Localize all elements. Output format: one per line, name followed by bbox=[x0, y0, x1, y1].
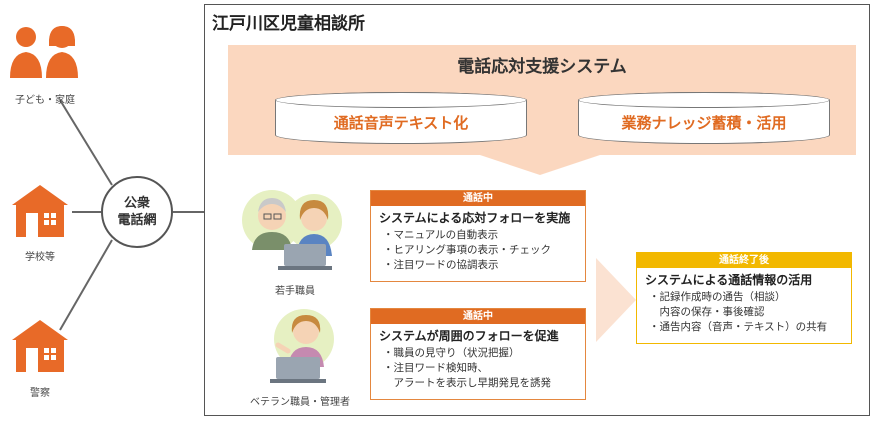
list-item: ・注目ワード検知時、 bbox=[383, 362, 488, 374]
list-item: ・記録作成時の通告（相談） bbox=[649, 291, 786, 303]
cylinder-label: 業務ナレッジ蓄積・活用 bbox=[621, 113, 787, 132]
card-header: 通話終了後 bbox=[637, 253, 851, 268]
police-label: 警察 bbox=[30, 388, 50, 399]
police-icon bbox=[12, 320, 68, 372]
family-icon bbox=[10, 26, 78, 78]
card-title: システムが周囲のフォローを促進 bbox=[379, 329, 559, 343]
card-header: 通話中 bbox=[371, 191, 585, 206]
list-item: ・ヒアリング事項の表示・チェック bbox=[383, 244, 551, 256]
cylinder-knowledge: 業務ナレッジ蓄積・活用 bbox=[578, 92, 830, 144]
cylinder-speech-to-text: 通話音声テキスト化 bbox=[275, 92, 527, 144]
card-during-call-follow: 通話中 システムが周囲のフォローを促進 ・職員の見守り（状況把握） ・注目ワード… bbox=[370, 308, 586, 400]
list-item: ・注目ワードの協調表示 bbox=[383, 259, 499, 271]
card-list: ・職員の見守り（状況把握） ・注目ワード検知時、 アラートを表示し早期発見を誘発 bbox=[371, 346, 585, 391]
list-item: アラートを表示し早期発見を誘発 bbox=[383, 377, 551, 389]
network-line2: 電話網 bbox=[117, 213, 157, 228]
network-line1: 公衆 bbox=[123, 196, 150, 211]
school-icon bbox=[12, 185, 68, 237]
agency-frame bbox=[204, 4, 870, 416]
card-title: システムによる通話情報の活用 bbox=[645, 273, 813, 287]
list-item: ・職員の見守り（状況把握） bbox=[383, 347, 520, 359]
list-item: 内容の保存・事後確認 bbox=[649, 306, 765, 318]
card-list: ・記録作成時の通告（相談） 内容の保存・事後確認 ・通告内容（音声・テキスト）の… bbox=[637, 290, 851, 335]
card-during-call-support: 通話中 システムによる応対フォローを実施 ・マニュアルの自動表示 ・ヒアリング事… bbox=[370, 190, 586, 282]
family-label: 子ども・家庭 bbox=[15, 95, 75, 106]
flow-arrow bbox=[596, 258, 636, 342]
junior-staff-illustration bbox=[242, 190, 342, 270]
senior-staff-illustration bbox=[270, 309, 334, 383]
cylinder-label: 通話音声テキスト化 bbox=[333, 113, 469, 132]
card-header: 通話中 bbox=[371, 309, 585, 324]
senior-staff-label: ベテラン職員・管理者 bbox=[250, 397, 350, 408]
school-label: 学校等 bbox=[25, 252, 55, 263]
agency-title: 江戸川区児童相談所 bbox=[212, 14, 365, 34]
list-item: ・通告内容（音声・テキスト）の共有 bbox=[649, 321, 828, 333]
junior-staff-label: 若手職員 bbox=[275, 286, 315, 297]
card-list: ・マニュアルの自動表示 ・ヒアリング事項の表示・チェック ・注目ワードの協調表示 bbox=[371, 228, 585, 273]
public-telephone-network: 公衆 電話網 bbox=[101, 176, 173, 248]
system-pointer bbox=[480, 155, 600, 175]
card-title: システムによる応対フォローを実施 bbox=[379, 211, 571, 225]
system-title: 電話応対支援システム bbox=[457, 57, 627, 77]
list-item: ・マニュアルの自動表示 bbox=[383, 229, 499, 241]
card-after-call: 通話終了後 システムによる通話情報の活用 ・記録作成時の通告（相談） 内容の保存… bbox=[636, 252, 852, 344]
